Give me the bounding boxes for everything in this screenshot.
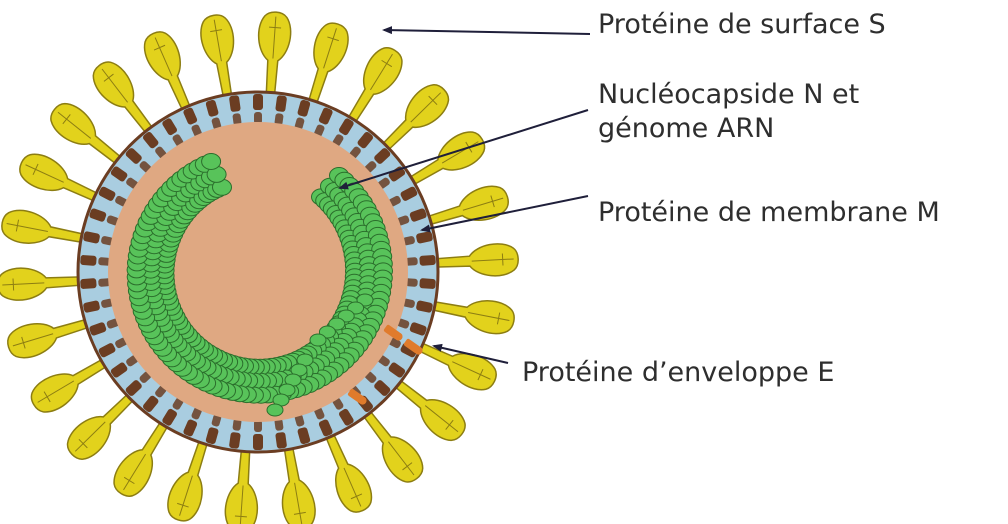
- membrane-protein-icon: [253, 94, 263, 124]
- membrane-protein-icon: [253, 420, 263, 450]
- spike-protein-icon: [254, 11, 292, 102]
- rna-tail-bead: [267, 404, 283, 416]
- rna-tail-bead: [310, 334, 326, 346]
- spike-protein-icon: [429, 243, 519, 279]
- label-surface-protein: Protéine de surface S: [598, 8, 886, 42]
- arrow-surface-protein: [384, 30, 590, 34]
- spike-protein-icon: [198, 13, 245, 106]
- spike-protein-icon: [0, 265, 87, 301]
- label-nucleocapsid: Nucléocapside N et génome ARN: [598, 78, 859, 146]
- label-membrane-protein: Protéine de membrane M: [598, 196, 940, 230]
- label-nucleocapsid-line-2: génome ARN: [598, 112, 859, 146]
- nucleocapsid-bead: [202, 154, 221, 170]
- label-envelope-protein: Protéine d’enveloppe E: [522, 356, 834, 390]
- spike-protein-icon: [224, 442, 262, 524]
- label-nucleocapsid-line-1: Nucléocapside N et: [598, 78, 859, 112]
